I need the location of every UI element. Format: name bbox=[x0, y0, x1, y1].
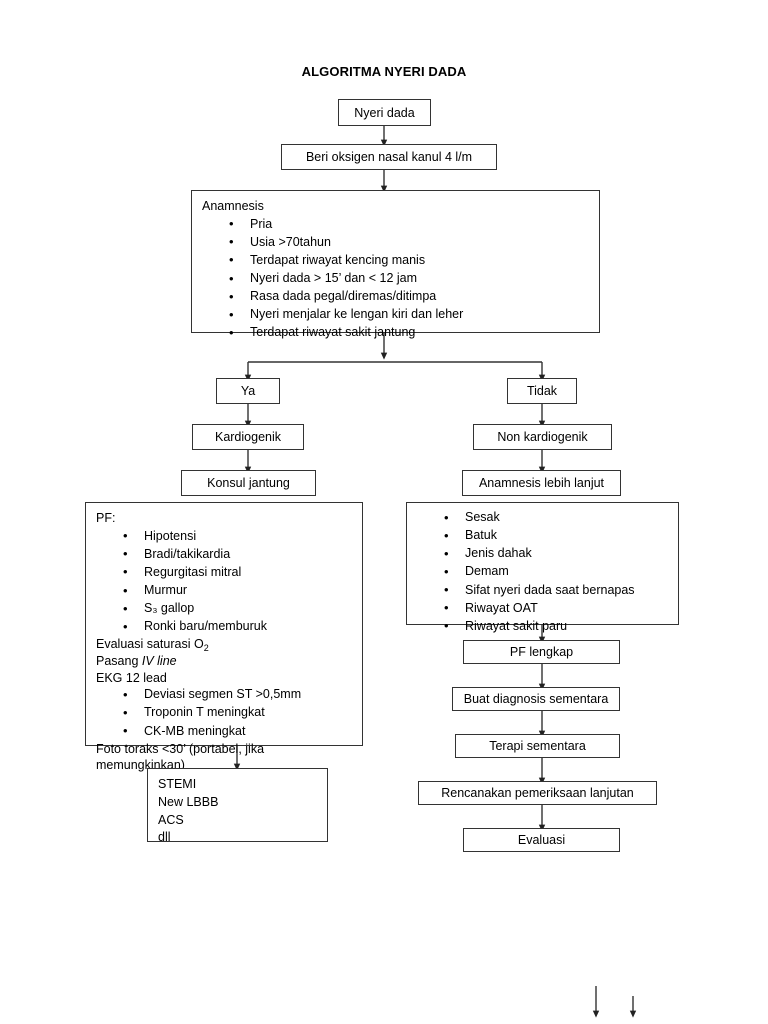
pf-heading: PF: bbox=[96, 511, 116, 525]
pf-findings-list: Hipotensi Bradi/takikardia Regurgitasi m… bbox=[96, 527, 354, 635]
list-item: Batuk bbox=[417, 527, 670, 544]
list-item: Nyeri menjalar ke lengan kiri dan leher bbox=[202, 306, 591, 323]
list-item: Sifat nyeri dada saat bernapas bbox=[417, 581, 670, 599]
page-title: ALGORITMA NYERI DADA bbox=[301, 64, 467, 79]
node-beri-oksigen[interactable]: Beri oksigen nasal kanul 4 l/m bbox=[281, 144, 497, 170]
list-item: Murmur bbox=[96, 582, 354, 599]
respiratory-symptoms-list: Sesak Batuk Jenis dahak Demam Sifat nyer… bbox=[417, 509, 670, 635]
anamnesis-heading: Anamnesis bbox=[202, 199, 264, 213]
list-item: Ronki baru/memburuk bbox=[96, 618, 354, 635]
stemi-line: STEMI bbox=[158, 777, 197, 791]
list-item: Hipotensi bbox=[96, 527, 354, 545]
node-nyeri-dada-label: Nyeri dada bbox=[354, 105, 415, 120]
list-item: Demam bbox=[417, 563, 670, 580]
ekg-findings-list: Deviasi segmen ST >0,5mm Troponin T meni… bbox=[96, 686, 354, 739]
node-branch-ya[interactable]: Ya bbox=[216, 378, 280, 404]
list-item: Bradi/takikardia bbox=[96, 545, 354, 563]
list-item: Pria bbox=[202, 215, 591, 233]
list-item: Rasa dada pegal/diremas/ditimpa bbox=[202, 288, 591, 305]
list-item: CK-MB meningkat bbox=[96, 722, 354, 740]
anamnesis-list: Pria Usia >70tahun Terdapat riwayat kenc… bbox=[202, 215, 591, 341]
node-kardiogenik-label: Kardiogenik bbox=[214, 430, 281, 444]
node-kardiogenik[interactable]: Kardiogenik bbox=[192, 424, 304, 450]
stemi-line: New LBBB bbox=[158, 794, 219, 809]
list-item: Terdapat riwayat kencing manis bbox=[202, 251, 591, 269]
node-branch-tidak[interactable]: Tidak bbox=[507, 378, 577, 404]
node-pf-lengkap[interactable]: PF lengkap bbox=[463, 640, 620, 664]
node-non-kardiogenik[interactable]: Non kardiogenik bbox=[473, 424, 612, 450]
pf-saturasi-text: Evaluasi saturasi O bbox=[96, 637, 204, 652]
pf-line-pasang-iv: Pasang IV line bbox=[96, 653, 354, 670]
node-respiratory-symptoms[interactable]: Sesak Batuk Jenis dahak Demam Sifat nyer… bbox=[406, 502, 679, 634]
node-konsul-jantung-label: Konsul jantung bbox=[207, 476, 290, 490]
list-item: Nyeri dada > 15’ dan < 12 jam bbox=[202, 270, 591, 287]
list-item: Riwayat sakit paru bbox=[417, 617, 670, 635]
node-pf-detail[interactable]: PF: Hipotensi Bradi/takikardia Regurgita… bbox=[85, 502, 363, 772]
node-buat-diagnosis-label: Buat diagnosis sementara bbox=[463, 692, 609, 706]
pf-line-ekg: EKG 12 lead bbox=[96, 670, 167, 685]
node-nyeri-dada[interactable]: Nyeri dada bbox=[338, 99, 431, 126]
node-konsul-jantung[interactable]: Konsul jantung bbox=[181, 470, 316, 496]
pf-line-saturasi: Evaluasi saturasi O2 bbox=[96, 636, 354, 653]
pf-pasang-italic: IV line bbox=[141, 654, 177, 668]
node-rencanakan-pemeriksaan[interactable]: Rencanakan pemeriksaan lanjutan bbox=[418, 781, 657, 805]
node-branch-tidak-label: Tidak bbox=[526, 384, 558, 398]
list-item: Regurgitasi mitral bbox=[96, 563, 354, 581]
node-terapi-sementara[interactable]: Terapi sementara bbox=[455, 734, 620, 758]
node-buat-diagnosis[interactable]: Buat diagnosis sementara bbox=[452, 687, 620, 711]
list-item: Usia >70tahun bbox=[202, 233, 591, 251]
list-item: S₃ gallop bbox=[96, 600, 354, 617]
list-item: Sesak bbox=[417, 509, 670, 526]
pf-pasang-text: Pasang bbox=[96, 654, 142, 668]
node-evaluasi-label: Evaluasi bbox=[517, 833, 566, 847]
node-rencanakan-pemeriksaan-label: Rencanakan pemeriksaan lanjutan bbox=[441, 786, 634, 800]
list-item: Jenis dahak bbox=[417, 545, 670, 562]
list-item: Troponin T meningkat bbox=[96, 704, 354, 721]
node-pf-lengkap-label: PF lengkap bbox=[509, 645, 574, 659]
node-anamnesis-lebih-lanjut-label: Anamnesis lebih lanjut bbox=[478, 476, 605, 490]
list-item: Terdapat riwayat sakit jantung bbox=[202, 324, 591, 341]
list-item: Riwayat OAT bbox=[417, 599, 670, 617]
node-stemi-outcomes[interactable]: STEMI New LBBB ACS dll bbox=[147, 768, 328, 844]
node-anamnesis[interactable]: Anamnesis Pria Usia >70tahun Terdapat ri… bbox=[191, 190, 600, 341]
stemi-line: dll bbox=[158, 830, 171, 845]
node-evaluasi[interactable]: Evaluasi bbox=[463, 828, 620, 852]
list-item: Deviasi segmen ST >0,5mm bbox=[96, 686, 354, 703]
node-non-kardiogenik-label: Non kardiogenik bbox=[497, 430, 588, 444]
node-anamnesis-lebih-lanjut[interactable]: Anamnesis lebih lanjut bbox=[462, 470, 621, 496]
node-beri-oksigen-label: Beri oksigen nasal kanul 4 l/m bbox=[305, 150, 473, 164]
stemi-line: ACS bbox=[158, 812, 184, 827]
node-branch-ya-label: Ya bbox=[240, 384, 256, 398]
pf-saturasi-subscript: 2 bbox=[203, 642, 209, 653]
node-terapi-sementara-label: Terapi sementara bbox=[489, 739, 586, 753]
